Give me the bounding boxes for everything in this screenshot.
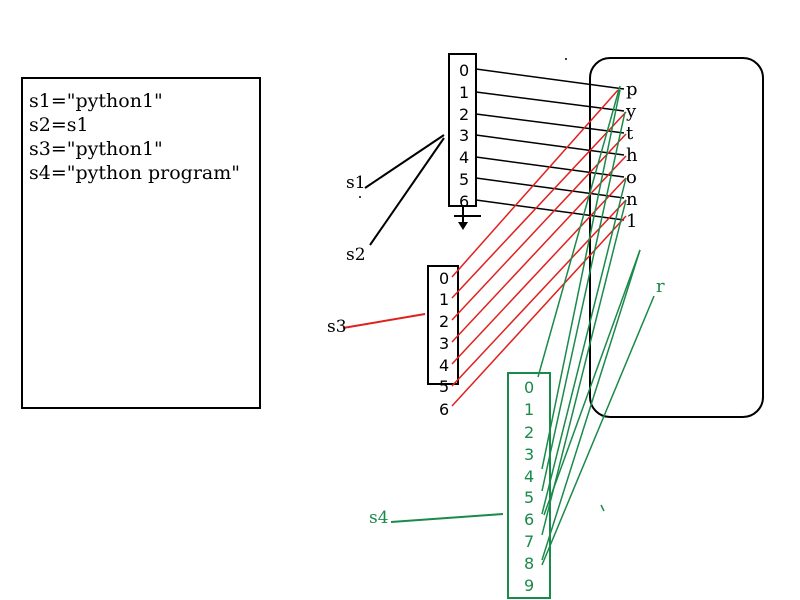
var-s2: s2 [346, 245, 366, 265]
s1-index-1: 1 [459, 83, 469, 102]
char-r: r [656, 276, 665, 297]
s1-index-0: 0 [459, 61, 469, 80]
s4-link-5 [543, 249, 641, 516]
code-panel: s1="python1" s2=s1 s3="python1" s4="pyth… [21, 77, 261, 409]
s1-link-6 [475, 199, 625, 221]
code-line-s1: s1="python1" [29, 90, 163, 112]
s3-link-0 [451, 89, 619, 278]
var-s4: s4 [369, 508, 389, 528]
s1-link-3 [475, 134, 625, 156]
s4-index-5: 5 [524, 488, 534, 507]
s3-link-5 [451, 199, 627, 387]
s4-link-4 [541, 199, 627, 536]
s1-link-2 [475, 113, 625, 134]
s4-links [537, 85, 655, 566]
s4-index-3: 3 [524, 445, 534, 464]
s4-link-0 [537, 85, 621, 378]
char-y: y [625, 101, 637, 122]
s3-pointer-line [342, 313, 426, 329]
s4-link-6 [541, 249, 641, 561]
stray-dot [359, 196, 361, 198]
char-h: h [626, 145, 638, 166]
code-line-s2: s2=s1 [29, 114, 89, 136]
s1-pointer-line [364, 134, 445, 189]
s4-pointer-line [390, 513, 504, 523]
s1-link-1 [475, 91, 625, 112]
s3-index-4: 4 [439, 356, 449, 375]
s4-index-4: 4 [524, 467, 534, 486]
s3-index-array [427, 265, 459, 385]
s3-links [451, 89, 627, 407]
s4-index-6: 6 [524, 510, 534, 529]
s3-link-1 [451, 111, 627, 299]
s3-index-2: 2 [439, 312, 449, 331]
s4-link-3 [541, 177, 627, 515]
s1-index-3: 3 [459, 126, 469, 145]
s3-index-3: 3 [439, 334, 449, 353]
s4-index-9: 9 [524, 576, 534, 595]
s4-index-7: 7 [524, 532, 534, 551]
s3-index-1: 1 [439, 290, 449, 309]
var-s1: s1 [346, 173, 366, 193]
s4-index-array [507, 372, 551, 599]
s4-link-1 [541, 89, 621, 470]
char-p: p [626, 79, 638, 100]
s1-index-5: 5 [459, 170, 469, 189]
s3-index-0: 0 [439, 269, 449, 288]
s1-index-4: 4 [459, 148, 469, 167]
s3-index-6: 6 [439, 400, 449, 419]
code-line-s4: s4="python program" [29, 162, 240, 184]
var-s3: s3 [327, 317, 347, 337]
s4-index-2: 2 [524, 423, 534, 442]
s4-index-8: 8 [524, 554, 534, 573]
s4-link-2 [541, 111, 626, 492]
s3-link-4 [451, 177, 627, 365]
s3-link-3 [451, 155, 627, 343]
char-t: t [626, 123, 634, 144]
s3-index-5: 5 [439, 377, 449, 396]
arrowhead-icon [458, 222, 468, 230]
code-line-s3: s3="python1" [29, 138, 163, 160]
s4-index-0: 0 [524, 378, 534, 397]
s4-index-1: 1 [524, 400, 534, 419]
s2-pointer-line [369, 137, 445, 246]
s1-index-2: 2 [459, 105, 469, 124]
s3-link-6 [451, 215, 627, 407]
s1-link-0 [475, 68, 625, 90]
s4-link-7 [541, 295, 655, 566]
char-o: o [626, 167, 637, 188]
stray-dot [565, 58, 567, 60]
char-n: n [626, 189, 638, 210]
s1-link-5 [475, 177, 625, 199]
s1-links [475, 68, 625, 221]
stray-mark [600, 504, 605, 512]
char-one: 1 [626, 211, 637, 232]
s1-index-6: 6 [459, 192, 469, 211]
